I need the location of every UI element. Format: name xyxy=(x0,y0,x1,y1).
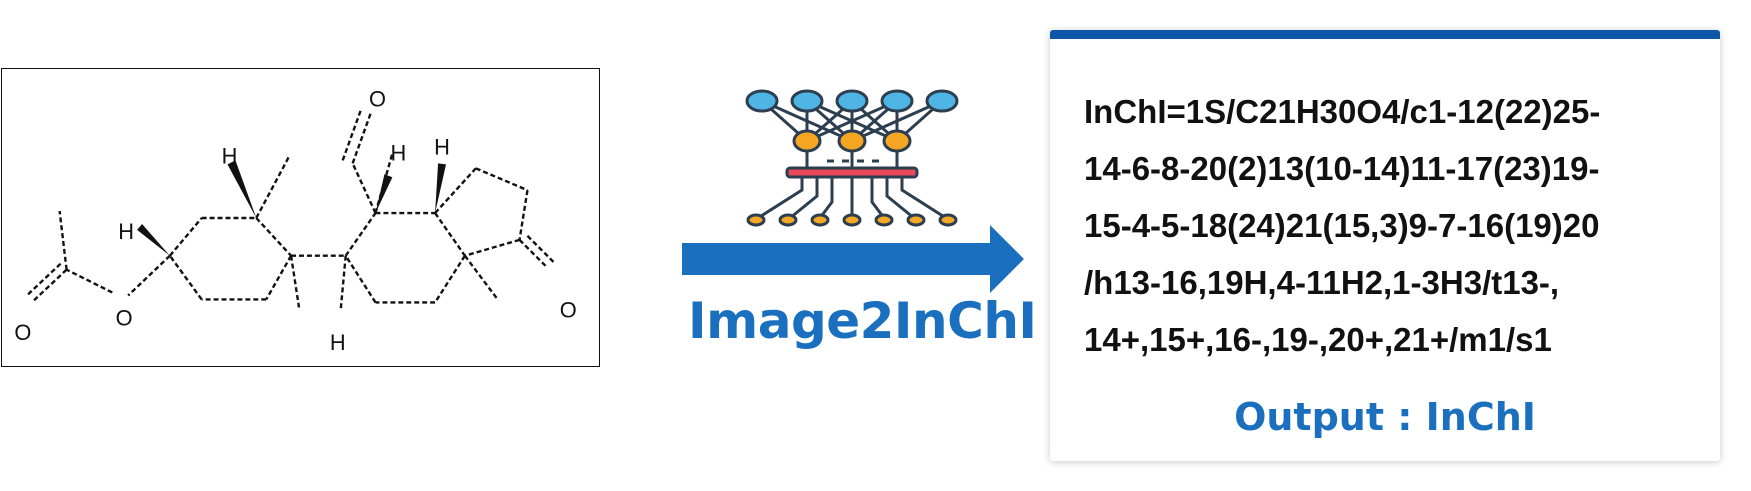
molecule-structure-image: O O O O H H H H H xyxy=(1,68,600,367)
atom-label: O xyxy=(14,320,31,345)
atom-label: O xyxy=(116,305,133,330)
output-label: Output : InChI xyxy=(1234,395,1536,439)
atom-label: H xyxy=(434,134,450,159)
inchi-line: 15-4-5-18(24)21(15,3)9-7-16(19)20 xyxy=(1084,207,1600,244)
output-card: InChI=1S/C21H30O4/c1-12(22)25- 14-6-8-20… xyxy=(1050,30,1720,461)
model-name-label: Image2InChI xyxy=(688,292,1037,350)
atom-label: H xyxy=(118,219,134,244)
inchi-line: 14+,15+,16-,19-,20+,21+/m1/s1 xyxy=(1084,321,1552,358)
inchi-line: /h13-16,19H,4-11H2,1-3H3/t13-, xyxy=(1084,264,1560,301)
atom-label: H xyxy=(222,143,238,168)
inchi-line: InChI=1S/C21H30O4/c1-12(22)25- xyxy=(1084,93,1601,130)
atom-label: O xyxy=(560,297,577,322)
inchi-output-text: InChI=1S/C21H30O4/c1-12(22)25- 14-6-8-20… xyxy=(1084,83,1704,368)
atom-label: H xyxy=(330,330,346,355)
inchi-line: 14-6-8-20(2)13(10-14)11-17(23)19- xyxy=(1084,150,1600,187)
atom-label: H xyxy=(390,140,406,165)
atom-label: O xyxy=(369,87,386,112)
molecule-diagram: O O O O H H H H H xyxy=(14,87,577,355)
right-arrow-icon xyxy=(682,225,1024,293)
neural-network-icon xyxy=(742,86,962,231)
